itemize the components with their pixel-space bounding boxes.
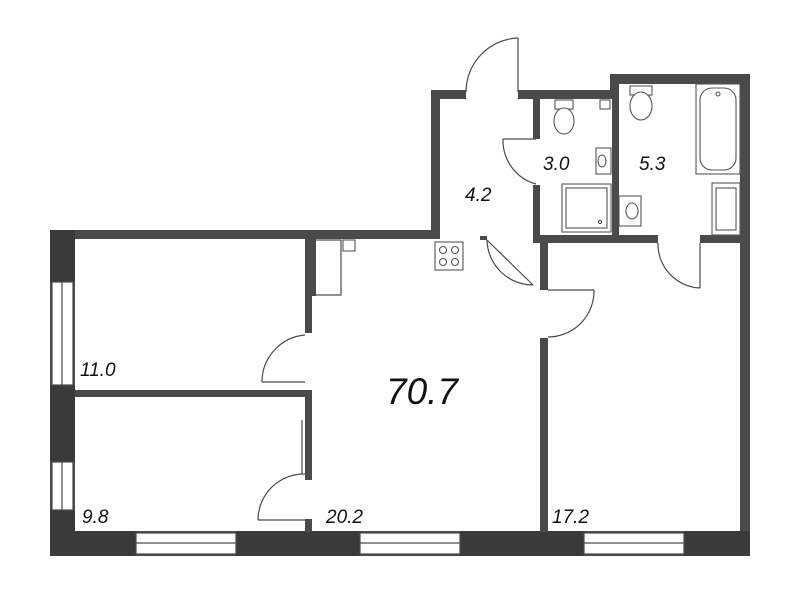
- bathroom-sink-icon: [618, 195, 642, 227]
- entry-door: [465, 37, 519, 93]
- area-bedroom-top: 11.0: [80, 360, 116, 381]
- hallway-door: [486, 239, 534, 286]
- fixtures: [434, 83, 741, 271]
- stove-icon: [434, 241, 464, 271]
- top-bedroom-door: [261, 334, 306, 383]
- toilet-icon: [553, 99, 575, 135]
- area-bedroom-right: 17.2: [552, 507, 589, 528]
- bottom-bedroom-door: [257, 420, 306, 521]
- doors: [257, 37, 701, 521]
- area-labels: 11.0 9.8 20.2 17.2 4.2 3.0 5.3 70.7: [80, 154, 666, 528]
- area-hallway: 4.2: [465, 185, 492, 206]
- area-bathroom: 5.3: [639, 154, 666, 175]
- interior-walls: [75, 84, 745, 532]
- toilet-door: [502, 138, 537, 185]
- sink-icon: [595, 147, 612, 175]
- shower-icon: [561, 183, 612, 233]
- area-living-kitchen: 20.2: [325, 507, 363, 528]
- area-toilet: 3.0: [543, 154, 570, 175]
- bathroom-toilet-icon: [629, 85, 653, 121]
- outer-walls: [50, 74, 750, 556]
- right-bedroom-door: [547, 289, 595, 338]
- bathroom-door: [657, 242, 701, 289]
- total-area: 70.7: [386, 371, 459, 412]
- area-bedroom-bottom: 9.8: [82, 507, 109, 528]
- windows: [51, 281, 685, 555]
- bathtub-icon: [695, 83, 741, 175]
